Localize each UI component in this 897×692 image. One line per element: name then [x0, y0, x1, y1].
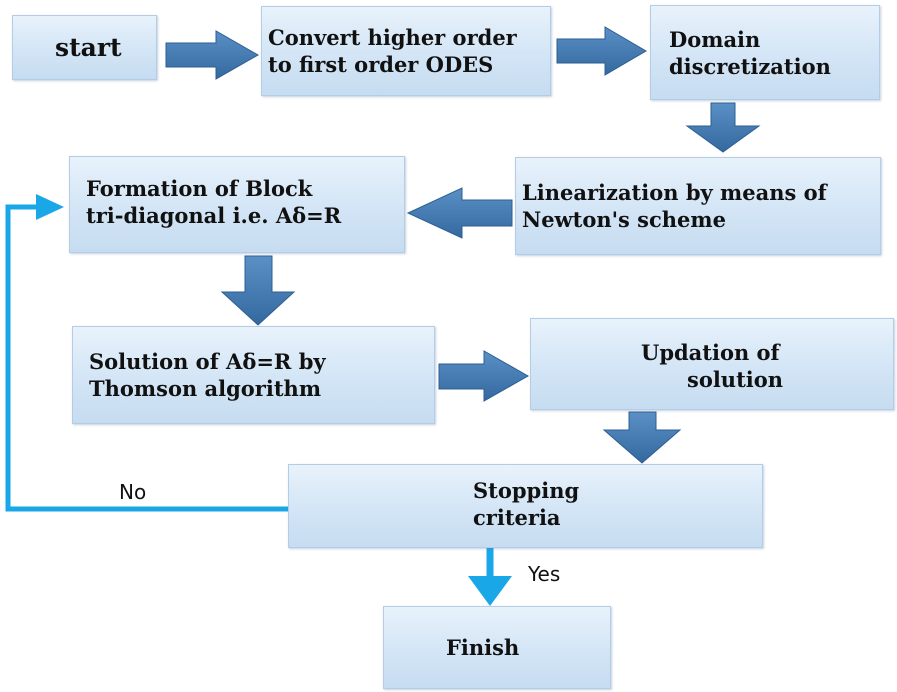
node-stopping: Stopping criteria	[288, 464, 763, 548]
node-updation: Updation of solution	[530, 318, 894, 410]
node-solution-line-1: Solution of Aδ=R by	[89, 349, 326, 374]
node-formation-line-2: tri-diagonal i.e. Aδ=R	[86, 203, 342, 228]
node-updation-line-1: Updation of	[641, 340, 780, 365]
node-convert-line-2: to first order ODES	[268, 52, 494, 77]
node-linearization: Linearization by means of Newton's schem…	[515, 157, 881, 255]
node-stopping-line-2: criteria	[473, 505, 561, 530]
connector-yes-arrowhead	[468, 576, 512, 606]
node-convert-line-1: Convert higher order	[268, 25, 517, 50]
node-finish: Finish	[383, 606, 611, 689]
arrow-linearization-to-formation	[406, 187, 513, 239]
node-linearization-line-2: Newton's scheme	[522, 207, 726, 232]
label-yes: Yes	[528, 562, 561, 586]
node-stopping-line-1: Stopping	[473, 478, 580, 503]
node-convert: Convert higher order to first order ODES	[261, 6, 551, 96]
node-solution: Solution of Aδ=R by Thomson algorithm	[72, 326, 435, 424]
arrow-start-to-convert	[165, 30, 260, 80]
node-formation: Formation of Block tri-diagonal i.e. Aδ=…	[69, 156, 405, 253]
connector-no-loop	[5, 204, 288, 512]
node-formation-line-1: Formation of Block	[86, 176, 313, 201]
arrow-updation-to-stopping	[602, 411, 682, 464]
label-no: No	[119, 480, 147, 504]
node-updation-line-2: solution	[687, 367, 784, 392]
node-domain-line-2: discretization	[669, 53, 831, 79]
arrow-convert-to-domain	[556, 26, 647, 76]
node-start-line-1: start	[55, 33, 122, 62]
arrow-solution-to-updation	[438, 350, 530, 402]
node-finish-line-1: Finish	[446, 635, 520, 660]
node-domain: Domain discretization	[650, 5, 880, 100]
arrow-formation-to-solution	[220, 255, 296, 326]
node-linearization-line-1: Linearization by means of	[522, 180, 827, 205]
node-domain-line-1: Domain	[669, 26, 761, 52]
node-start: start	[12, 15, 157, 80]
node-solution-line-2: Thomson algorithm	[89, 376, 322, 401]
connector-no-arrowhead	[36, 194, 64, 220]
arrow-domain-to-linearization	[685, 102, 761, 153]
